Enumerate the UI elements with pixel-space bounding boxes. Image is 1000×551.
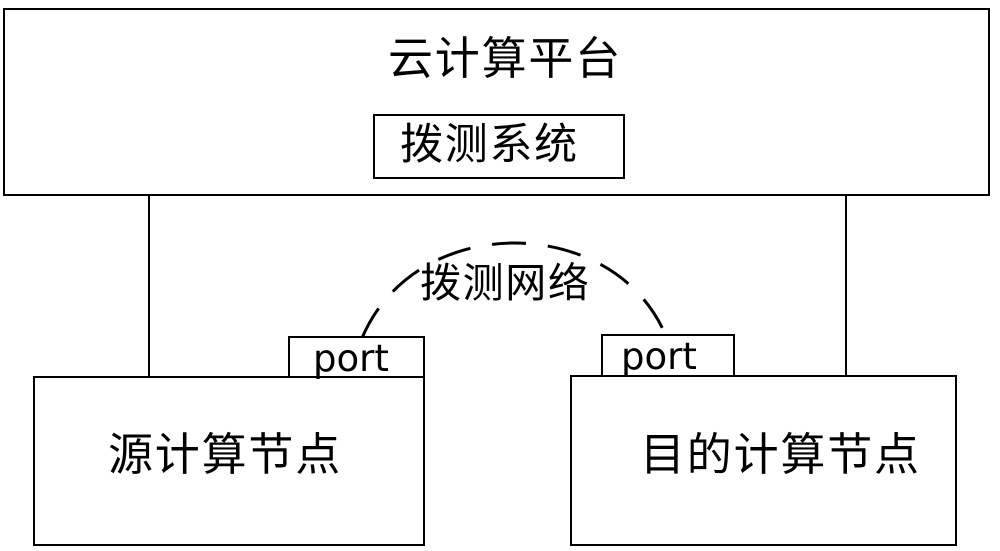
destination-compute-node-label: 目的计算节点 xyxy=(640,428,921,481)
source-compute-node-label: 源计算节点 xyxy=(108,428,343,481)
probe-network-label: 拨测网络 xyxy=(420,259,591,307)
destination-port-label: port xyxy=(621,335,697,378)
source-port-label: port xyxy=(313,337,389,380)
source-compute-node-box xyxy=(33,376,425,546)
probe-system-box xyxy=(373,114,625,179)
destination-compute-node-box xyxy=(570,375,957,546)
cloud-platform-title: 云计算平台 xyxy=(388,32,623,85)
platform-to-source-connector xyxy=(148,194,150,378)
destination-port-box xyxy=(601,334,735,377)
probe-system-label: 拨测系统 xyxy=(400,120,579,170)
source-port-box xyxy=(288,336,425,378)
platform-to-destination-connector xyxy=(845,194,847,378)
